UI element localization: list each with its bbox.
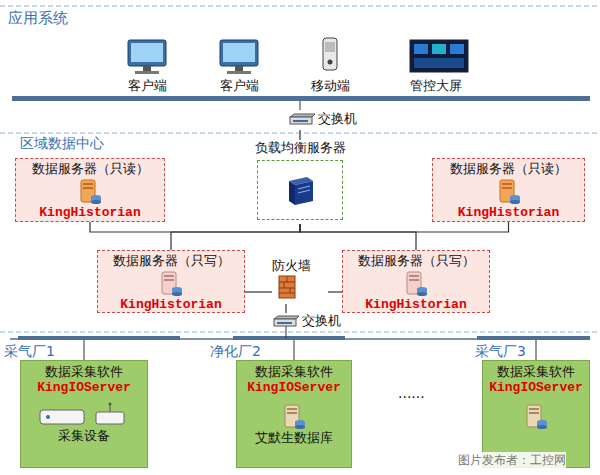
network-link xyxy=(171,224,300,250)
box-title: 数据采集软件 xyxy=(255,364,333,380)
link-line xyxy=(90,222,300,232)
link-line xyxy=(245,291,272,292)
server-title: 数据服务器（只读） xyxy=(450,161,567,177)
caption-label: 采气厂3 xyxy=(475,343,526,359)
network-link xyxy=(245,292,272,293)
caption-label: 客户端 xyxy=(220,78,259,94)
network-bus xyxy=(18,336,180,340)
caption-label: 客户端 xyxy=(128,78,167,94)
network-bus xyxy=(12,96,590,101)
screen-icon xyxy=(410,40,468,72)
box-title: 数据采集软件 xyxy=(45,364,123,380)
load-balancer-box xyxy=(257,160,343,220)
mobile-icon xyxy=(323,38,337,70)
link-line xyxy=(300,224,416,250)
switch-label: 交换机 xyxy=(302,313,341,329)
bus-link xyxy=(84,340,85,360)
switch-label: 交换机 xyxy=(318,111,357,127)
bus-link xyxy=(536,340,537,360)
software-name: KingHistorian xyxy=(39,205,140,221)
data-server-box: 数据服务器（只读） KingHistorian xyxy=(432,158,585,222)
bus-link xyxy=(286,326,287,338)
device-label: 采集设备 xyxy=(58,428,110,444)
link-line xyxy=(171,224,300,250)
firewall-label: 防火墙 xyxy=(272,258,311,274)
load-balancer-node: 负载均衡服务器 xyxy=(250,140,351,224)
firewall-icon xyxy=(272,274,300,300)
caption-label: 管控大屏 xyxy=(410,78,462,94)
box-title: 数据采集软件 xyxy=(497,364,575,380)
switch-icon xyxy=(272,314,300,328)
software-name: KingHistorian xyxy=(458,205,559,221)
acquisition-box: 数据采集软件KingIOServer 采集设备 xyxy=(20,360,148,468)
network-link xyxy=(300,130,301,140)
firewall-node: 防火墙 xyxy=(272,258,328,304)
server-icon xyxy=(283,173,317,207)
link-line xyxy=(300,222,509,232)
link-line xyxy=(299,130,300,140)
link-line xyxy=(328,291,342,292)
device-icon xyxy=(34,402,134,428)
client-icon xyxy=(128,40,166,74)
network-link xyxy=(90,222,300,232)
data-server-box: 数据服务器（只读） KingHistorian xyxy=(15,158,165,222)
switch-node: 交换机 xyxy=(272,313,352,329)
network-bus xyxy=(477,336,590,340)
server-icon xyxy=(496,177,522,205)
caption-label: 移动端 xyxy=(311,78,350,94)
server-icon xyxy=(403,269,429,297)
server-title: 数据服务器（只写） xyxy=(358,253,475,269)
link-line xyxy=(285,304,286,313)
server-icon xyxy=(77,177,103,205)
section-divider xyxy=(0,332,600,333)
caption-label: 应用系统 xyxy=(8,10,68,26)
switch-icon xyxy=(288,112,316,126)
software-name: KingIOServer xyxy=(489,380,583,396)
caption-label: 区域数据中心 xyxy=(20,135,104,151)
server-icon xyxy=(158,269,184,297)
caption-label: 净化厂2 xyxy=(210,343,261,359)
bus-link xyxy=(294,340,295,360)
database-server-icon xyxy=(523,402,549,430)
data-server-box: 数据服务器（只写） KingHistorian xyxy=(342,250,490,313)
bus-link xyxy=(300,101,301,110)
database-server-icon xyxy=(281,402,307,430)
caption-label: ...... xyxy=(398,385,425,401)
network-link xyxy=(300,224,416,250)
software-name: KingIOServer xyxy=(247,380,341,396)
network-link xyxy=(328,292,342,293)
network-link xyxy=(286,304,287,313)
software-name: KingIOServer xyxy=(37,380,131,396)
device-label: 艾默生数据库 xyxy=(255,430,333,446)
data-server-box: 数据服务器（只写） KingHistorian xyxy=(97,250,245,313)
caption-label: 采气厂1 xyxy=(4,343,55,359)
software-name: KingHistorian xyxy=(365,297,466,313)
software-name: KingHistorian xyxy=(120,297,221,313)
watermark: 图片发布者：工控网 xyxy=(458,452,566,468)
server-title: 数据服务器（只读） xyxy=(32,161,149,177)
switch-node: 交换机 xyxy=(288,108,358,130)
client-icon xyxy=(220,40,258,74)
server-title: 数据服务器（只写） xyxy=(113,253,230,269)
section-divider xyxy=(0,6,600,7)
network-bus xyxy=(233,336,345,340)
network-link xyxy=(300,222,509,232)
acquisition-box: 数据采集软件KingIOServer 艾默生数据库 xyxy=(236,360,352,468)
node-heading: 负载均衡服务器 xyxy=(255,140,346,156)
